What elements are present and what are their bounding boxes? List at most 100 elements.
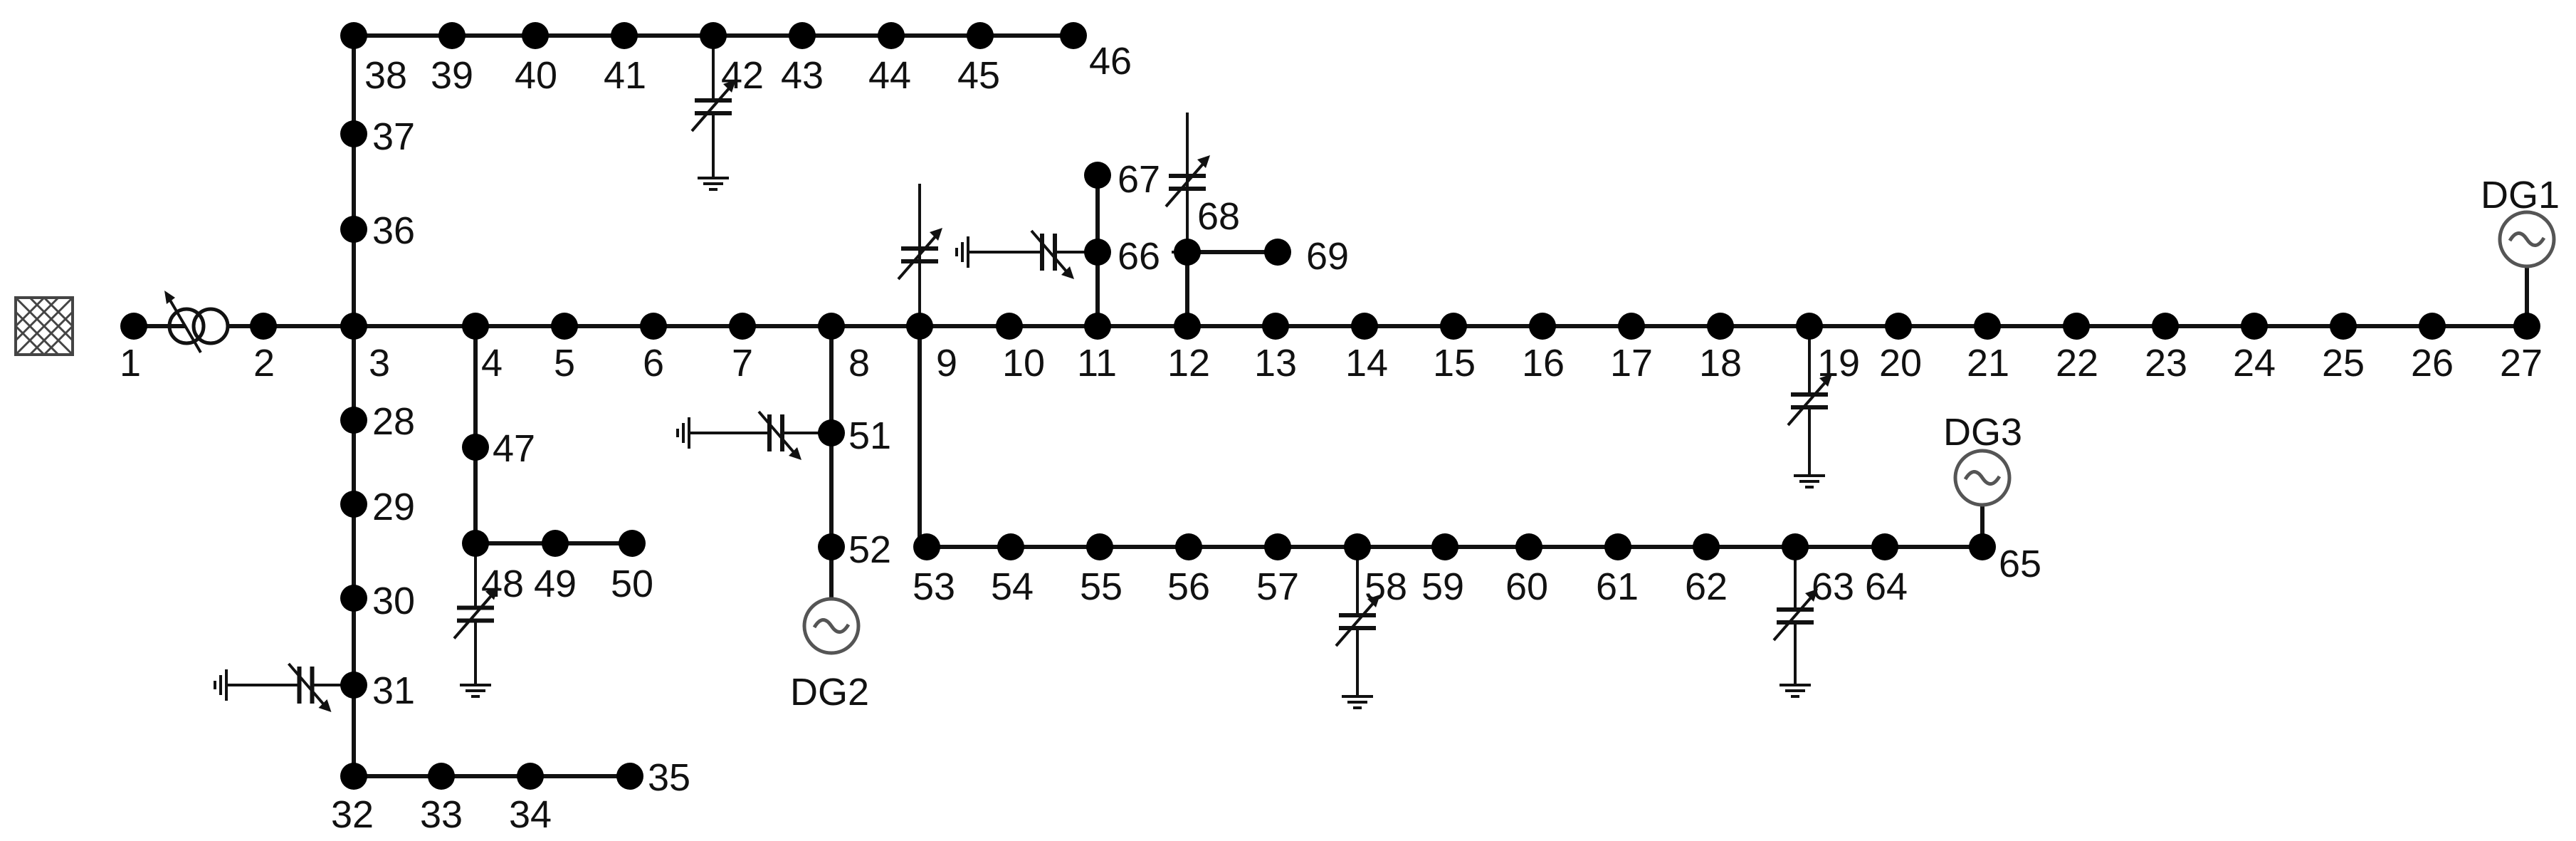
bus-node-39: [438, 22, 466, 49]
bus-node-23: [2152, 313, 2179, 340]
bus-node-61: [1604, 533, 1631, 560]
bus-node-56: [1175, 533, 1202, 560]
bus-node-11: [1084, 313, 1111, 340]
bus-node-8: [818, 313, 845, 340]
bus-node-60: [1515, 533, 1542, 560]
bus-label-54: 54: [991, 565, 1034, 608]
bus-label-66: 66: [1118, 235, 1160, 278]
bus-label-39: 39: [431, 54, 473, 97]
bus-node-38: [340, 22, 367, 49]
bus-label-4: 4: [481, 342, 503, 385]
bus-label-57: 57: [1256, 565, 1299, 608]
bus-node-20: [1885, 313, 1912, 340]
switched-capacitor-icon-bus-31: [214, 662, 354, 712]
bus-label-46: 46: [1089, 40, 1132, 83]
bus-label-52: 52: [848, 528, 891, 571]
bus-node-59: [1431, 533, 1458, 560]
ground-icon: [955, 236, 969, 268]
switched-capacitor-icon-bus-42: [690, 36, 736, 191]
bus-node-43: [789, 22, 816, 49]
bus-label-55: 55: [1080, 565, 1123, 608]
bus-label-61: 61: [1596, 565, 1639, 608]
ground-icon: [1342, 695, 1373, 709]
bus-label-63: 63: [1812, 565, 1854, 608]
bus-label-37: 37: [372, 115, 415, 158]
horizontal-capacitors: [214, 229, 1098, 712]
on-load-tap-changer-transformer-icon: [164, 291, 230, 354]
bus-label-48: 48: [481, 563, 524, 605]
bus-node-21: [1974, 313, 2001, 340]
bus-node-24: [2241, 313, 2268, 340]
bus-label-53: 53: [913, 565, 955, 608]
ground-icon: [214, 669, 228, 701]
bus-label-19: 19: [1817, 342, 1860, 385]
bus-label-35: 35: [648, 756, 690, 799]
bus-label-10: 10: [1002, 342, 1045, 385]
generator-label-dg1: DG1: [2481, 174, 2560, 216]
bus-label-9: 9: [936, 342, 957, 385]
bus-node-63: [1782, 533, 1809, 560]
bus-label-62: 62: [1685, 565, 1728, 608]
bus-label-43: 43: [781, 54, 824, 97]
bus-label-24: 24: [2233, 342, 2276, 385]
bus-node-6: [640, 313, 667, 340]
bus-labels: 1 2 3 4 5 6 7 8 9 10 11 12 13 14 15 16 1…: [120, 40, 2560, 836]
bus-node-18: [1707, 313, 1734, 340]
network-lines: [134, 33, 2529, 778]
bus-label-34: 34: [509, 793, 552, 836]
bus-label-12: 12: [1167, 342, 1210, 385]
bus-label-60: 60: [1505, 565, 1548, 608]
bus-label-3: 3: [369, 342, 390, 385]
bus-label-51: 51: [848, 414, 891, 457]
bus-label-40: 40: [515, 54, 557, 97]
grid-source-icon: [14, 296, 74, 356]
bus-node-19: [1796, 313, 1823, 340]
bus-node-29: [340, 491, 367, 518]
ground-icon: [1794, 474, 1825, 489]
bus-node-17: [1618, 313, 1645, 340]
bus-node-62: [1693, 533, 1720, 560]
bus-node-22: [2063, 313, 2090, 340]
bus-label-11: 11: [1077, 342, 1117, 385]
bus-label-49: 49: [534, 563, 577, 605]
bus-node-25: [2330, 313, 2357, 340]
bus-label-22: 22: [2056, 342, 2098, 385]
bus-node-49: [542, 530, 569, 557]
generator-label-dg3: DG3: [1943, 411, 2022, 454]
bus-node-9: [906, 313, 933, 340]
bus-node-27: [2513, 313, 2540, 340]
bus-label-30: 30: [372, 580, 415, 622]
bus-node-57: [1264, 533, 1291, 560]
bus-label-14: 14: [1345, 342, 1388, 385]
bus-label-1: 1: [120, 342, 141, 385]
bus-label-7: 7: [732, 342, 753, 385]
bus-label-15: 15: [1433, 342, 1476, 385]
bus-label-47: 47: [493, 427, 535, 470]
switched-capacitor-icon-bus-48: [453, 543, 498, 698]
bus-node-30: [340, 585, 367, 612]
bus-node-13: [1262, 313, 1289, 340]
bus-node-4: [462, 313, 489, 340]
ground-icon: [1779, 684, 1811, 698]
bus-label-20: 20: [1879, 342, 1922, 385]
bus-label-26: 26: [2411, 342, 2454, 385]
bus-node-50: [619, 530, 646, 557]
bus-node-51: [818, 419, 845, 446]
bus-node-55: [1086, 533, 1113, 560]
bus-node-37: [340, 120, 367, 147]
bus-nodes: [120, 22, 2540, 790]
bus-label-17: 17: [1610, 342, 1653, 385]
bus-node-40: [522, 22, 549, 49]
bus-node-33: [428, 763, 455, 790]
bus-node-31: [340, 672, 367, 699]
bus-label-58: 58: [1365, 565, 1407, 608]
bus-node-45: [967, 22, 994, 49]
bus-node-28: [340, 407, 367, 434]
bus-label-16: 16: [1522, 342, 1565, 385]
generator-label-dg2: DG2: [790, 671, 869, 714]
bus-label-69: 69: [1306, 235, 1349, 278]
bus-node-36: [340, 216, 367, 243]
bus-label-25: 25: [2322, 342, 2365, 385]
bus-label-64: 64: [1865, 565, 1908, 608]
bus-label-50: 50: [611, 563, 653, 605]
